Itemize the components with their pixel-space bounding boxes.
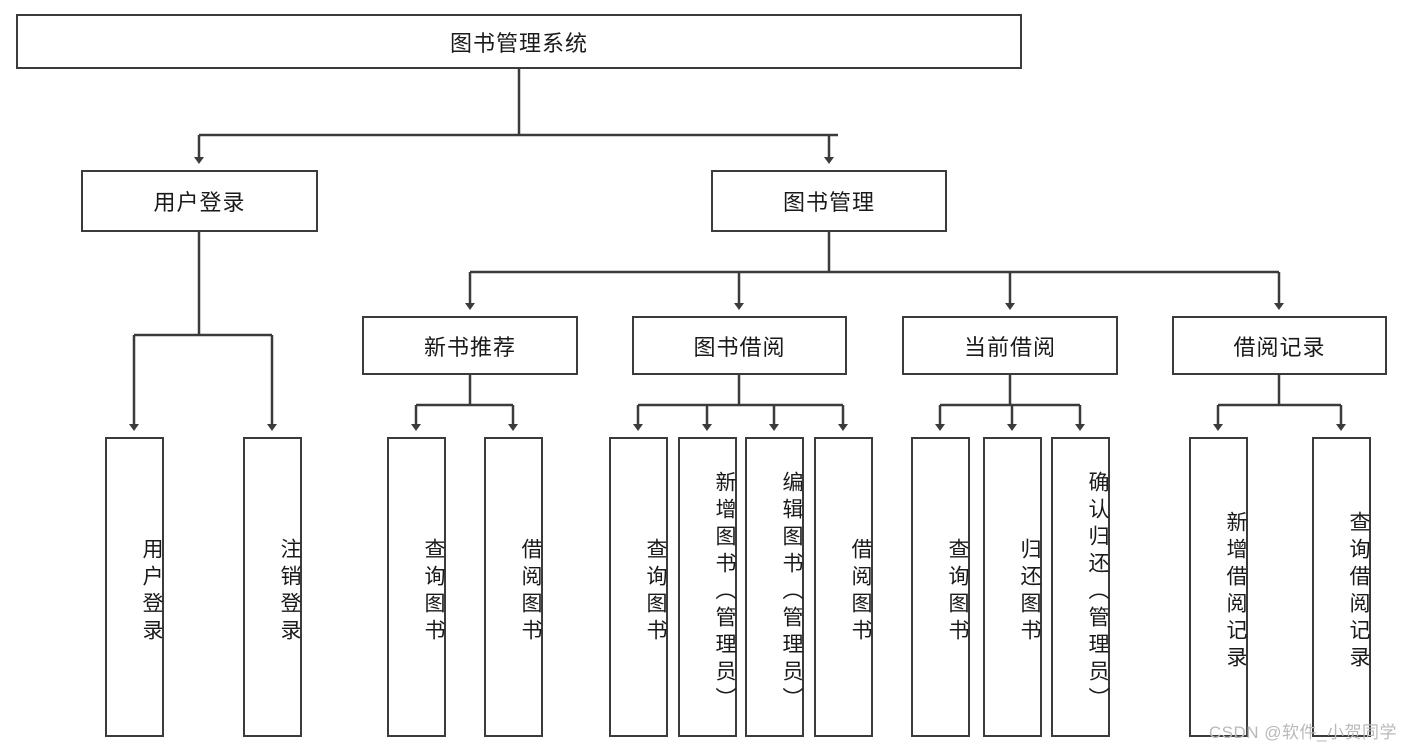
node-borrow-record[interactable]: 借阅记录	[1172, 316, 1387, 375]
node-book-manage-label: 图书管理	[782, 190, 875, 215]
node-leaf-add-record-label: 新增借阅记录	[1224, 511, 1247, 673]
node-leaf-query-book-1-label: 查询图书	[422, 538, 445, 646]
node-leaf-query-book-3-label: 查询图书	[946, 538, 969, 646]
node-book-borrow-label: 图书借阅	[693, 334, 786, 360]
node-leaf-confirm-return[interactable]: 确认归还（管理员）	[1051, 437, 1110, 737]
node-leaf-edit-book[interactable]: 编辑图书（管理员）	[745, 437, 804, 737]
node-new-book-recommend-label: 新书推荐	[423, 334, 516, 360]
node-leaf-query-book-3[interactable]: 查询图书	[911, 437, 970, 737]
node-leaf-user-login-label: 用户登录	[140, 538, 163, 646]
watermark: CSDN @软件_小贺同学	[1208, 723, 1397, 742]
node-book-borrow[interactable]: 图书借阅	[632, 316, 847, 375]
node-book-manage[interactable]: 图书管理	[711, 170, 947, 232]
node-borrow-record-label: 借阅记录	[1233, 334, 1326, 360]
node-leaf-confirm-return-label: 确认归还（管理员）	[1086, 470, 1109, 714]
node-leaf-query-book-1[interactable]: 查询图书	[387, 437, 446, 737]
node-leaf-borrow-book-1-label: 借阅图书	[519, 538, 542, 646]
node-user-login-label: 用户登录	[153, 190, 246, 215]
node-leaf-user-login[interactable]: 用户登录	[105, 437, 164, 737]
node-user-login[interactable]: 用户登录	[81, 170, 318, 232]
node-current-borrow-label: 当前借阅	[963, 334, 1056, 360]
node-current-borrow[interactable]: 当前借阅	[902, 316, 1118, 375]
node-leaf-edit-book-label: 编辑图书（管理员）	[780, 470, 803, 714]
node-leaf-query-book-2[interactable]: 查询图书	[609, 437, 668, 737]
node-leaf-borrow-book-2-label: 借阅图书	[849, 538, 872, 646]
node-leaf-query-record[interactable]: 查询借阅记录	[1312, 437, 1371, 737]
node-leaf-add-record[interactable]: 新增借阅记录	[1189, 437, 1248, 737]
node-root[interactable]: 图书管理系统	[16, 14, 1022, 69]
node-leaf-add-book[interactable]: 新增图书（管理员）	[678, 437, 737, 737]
node-leaf-logout[interactable]: 注销登录	[243, 437, 302, 737]
node-new-book-recommend[interactable]: 新书推荐	[362, 316, 578, 375]
node-leaf-borrow-book-1[interactable]: 借阅图书	[484, 437, 543, 737]
node-leaf-query-book-2-label: 查询图书	[644, 538, 667, 646]
node-leaf-return-book-label: 归还图书	[1018, 538, 1041, 646]
node-leaf-logout-label: 注销登录	[278, 538, 301, 646]
node-leaf-borrow-book-2[interactable]: 借阅图书	[814, 437, 873, 737]
node-leaf-query-record-label: 查询借阅记录	[1347, 511, 1370, 673]
node-leaf-return-book[interactable]: 归还图书	[983, 437, 1042, 737]
node-leaf-add-book-label: 新增图书（管理员）	[713, 470, 736, 714]
node-root-label: 图书管理系统	[449, 30, 588, 56]
